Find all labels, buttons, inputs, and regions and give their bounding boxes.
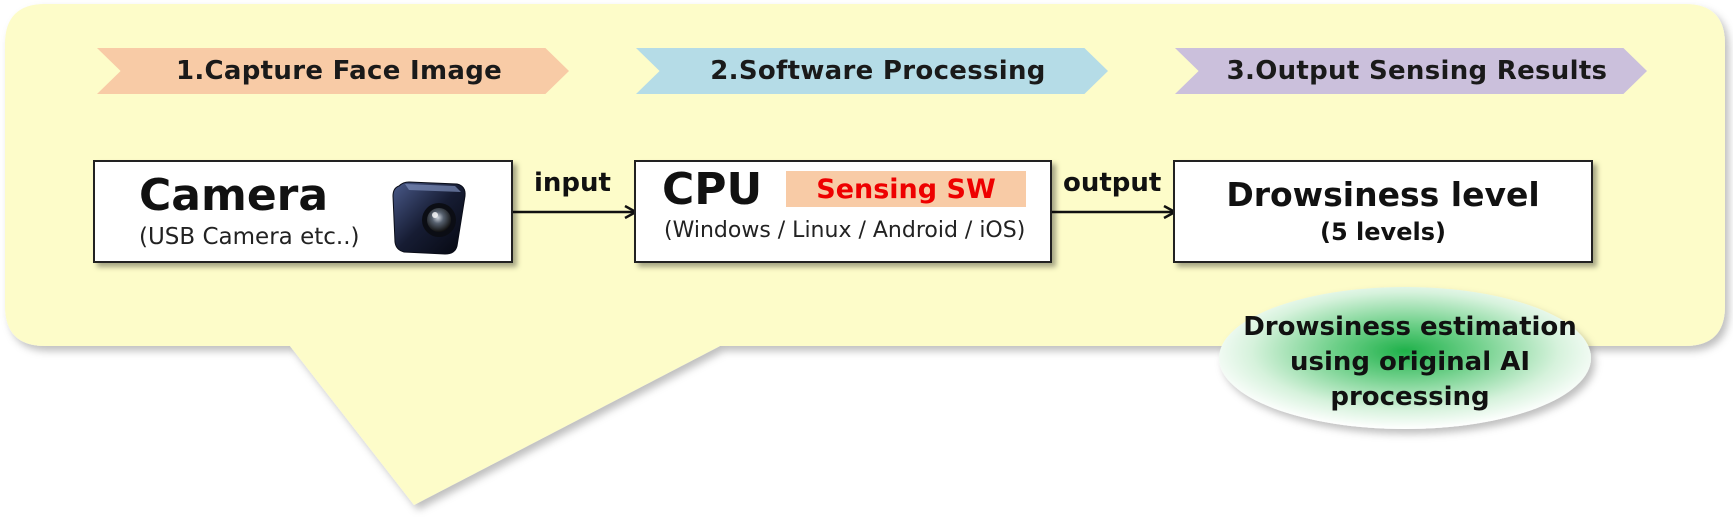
webcam-icon xyxy=(392,181,466,255)
ai-processing-note: Drowsiness estimation using original AI … xyxy=(1220,310,1600,415)
drowsiness-level-box: Drowsiness level (5 levels) xyxy=(1173,160,1593,263)
step-banner-processing: 2.Software Processing xyxy=(636,48,1108,94)
input-label: input xyxy=(534,168,611,198)
step-banner-capture: 1.Capture Face Image xyxy=(97,48,569,94)
cpu-title: CPU xyxy=(662,164,763,215)
step-banner-output: 3.Output Sensing Results xyxy=(1175,48,1647,94)
output-title: Drowsiness level xyxy=(1226,175,1540,214)
output-subtitle: (5 levels) xyxy=(1320,218,1446,246)
cpu-subtitle: (Windows / Linux / Android / iOS) xyxy=(664,218,1026,243)
camera-subtitle: (USB Camera etc..) xyxy=(139,224,360,250)
note-line: using original AI xyxy=(1289,347,1530,377)
step-label: 3.Output Sensing Results xyxy=(1226,56,1608,86)
output-label: output xyxy=(1063,168,1162,198)
camera-title: Camera xyxy=(139,170,329,221)
step-label: 2.Software Processing xyxy=(710,56,1046,86)
sensing-sw-tag: Sensing SW xyxy=(786,171,1026,207)
note-line: processing xyxy=(1330,382,1490,412)
ai-processing-ellipse xyxy=(1219,287,1591,429)
step-label: 1.Capture Face Image xyxy=(175,56,503,86)
camera-box: Camera (USB Camera etc..) xyxy=(93,160,513,263)
note-line: Drowsiness estimation xyxy=(1243,312,1577,342)
